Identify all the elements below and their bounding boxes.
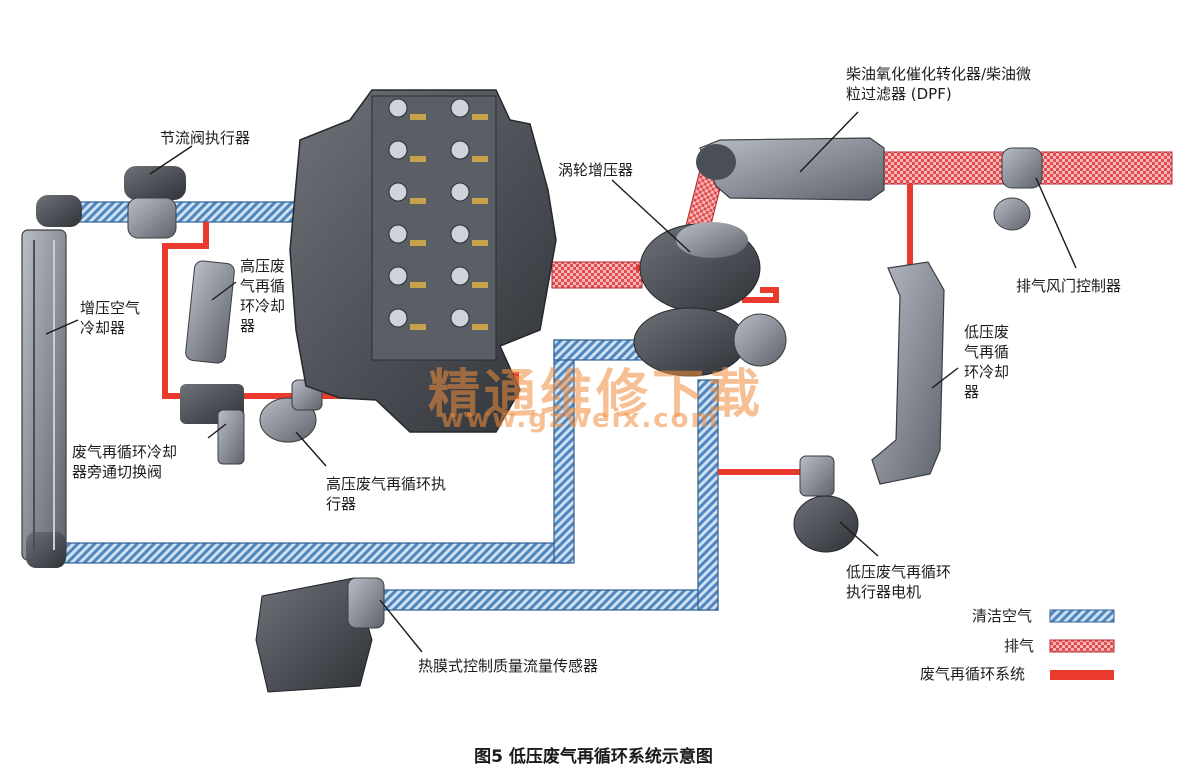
- injector-clip: [410, 114, 426, 120]
- label-lp-egr-actuator-motor-2: 执行器电机: [846, 583, 922, 601]
- leader-lines: [45, 111, 1077, 653]
- label-egr-bypass-valve-1: 废气再循环冷却: [72, 443, 178, 461]
- turbocharger: [633, 222, 787, 377]
- injector-clip: [472, 282, 488, 288]
- lp-egr-actuator-motor: [793, 455, 859, 553]
- injector-clip: [410, 156, 426, 162]
- valve-cap: [450, 224, 470, 244]
- legend-clean-air-label: 清洁空气: [972, 607, 1033, 625]
- label-turbocharger: 涡轮增压器: [558, 161, 634, 179]
- label-lp-egr-actuator-motor-1: 低压废气再循环: [846, 563, 952, 581]
- injector-clip: [410, 324, 426, 330]
- injector-clip: [410, 240, 426, 246]
- label-charge-air-cooler-2: 冷却器: [80, 319, 126, 337]
- hp-egr-actuator: [259, 379, 323, 443]
- legend-swatches: [1049, 609, 1115, 680]
- label-egr-bypass-valve-2: 器旁通切换阀: [72, 463, 163, 481]
- injector-clip: [472, 114, 488, 120]
- lp-egr-cooler: [871, 261, 945, 485]
- label-dpf-line1: 柴油氧化催化转化器/柴油微: [846, 65, 1032, 83]
- label-exhaust-flap-controller: 排气风门控制器: [1016, 277, 1122, 295]
- valve-cap: [450, 266, 470, 286]
- legend-swatch-egr: [1050, 670, 1114, 680]
- legend-egr-label: 废气再循环系统: [920, 665, 1026, 683]
- injector-clip: [472, 324, 488, 330]
- injector-clip: [410, 282, 426, 288]
- valve-cap: [450, 308, 470, 328]
- label-lp-egr-cooler-1: 低压废: [964, 323, 1010, 341]
- label-dpf-line2: 粒过滤器 (DPF): [846, 85, 952, 103]
- charge-air-cooler: [21, 195, 82, 568]
- label-hp-egr-cooler-2: 气再循: [240, 277, 286, 295]
- valve-cap: [388, 224, 408, 244]
- valve-cap: [450, 98, 470, 118]
- valve-cap: [388, 98, 408, 118]
- legend-swatch-exhaust: [1049, 639, 1115, 653]
- injector-clip: [472, 240, 488, 246]
- legend-swatch-clean-air: [1049, 609, 1115, 623]
- watermark-url: www.gzweix.com: [440, 404, 720, 434]
- figure-caption: 图5 低压废气再循环系统示意图: [474, 747, 713, 767]
- label-throttle-actuator: 节流阀执行器: [160, 129, 251, 147]
- hp-egr-cooler: [185, 260, 235, 364]
- label-hp-egr-cooler-4: 器: [240, 317, 256, 335]
- label-hp-egr-actuator-2: 行器: [326, 495, 357, 513]
- injector-clip: [410, 198, 426, 204]
- valve-cap: [450, 182, 470, 202]
- label-hp-egr-cooler-1: 高压废: [240, 257, 286, 275]
- exhaust-flap-controller: [993, 147, 1043, 231]
- legend-exhaust-label: 排气: [1004, 637, 1035, 655]
- label-lp-egr-cooler-3: 环冷却: [964, 363, 1010, 381]
- label-lp-egr-cooler-4: 器: [964, 383, 980, 401]
- valve-cap: [450, 140, 470, 160]
- valve-cap: [388, 182, 408, 202]
- label-hp-egr-cooler-3: 环冷却: [240, 297, 286, 315]
- label-charge-air-cooler-1: 增压空气: [80, 299, 141, 317]
- dpf: [696, 137, 885, 201]
- valve-cap: [388, 140, 408, 160]
- engine-cylinders: [388, 98, 488, 330]
- valve-cap: [388, 308, 408, 328]
- injector-clip: [472, 156, 488, 162]
- valve-cap: [388, 266, 408, 286]
- air-filter-box: [255, 577, 385, 693]
- label-maf-sensor: 热膜式控制质量流量传感器: [418, 657, 599, 675]
- throttle-actuator: [124, 166, 186, 239]
- egr-bypass-valve: [180, 384, 245, 465]
- injector-clip: [472, 198, 488, 204]
- label-hp-egr-actuator-1: 高压废气再循环执: [326, 475, 447, 493]
- label-lp-egr-cooler-2: 气再循: [964, 343, 1010, 361]
- watermark-cn: 精通维修下载: [428, 365, 765, 425]
